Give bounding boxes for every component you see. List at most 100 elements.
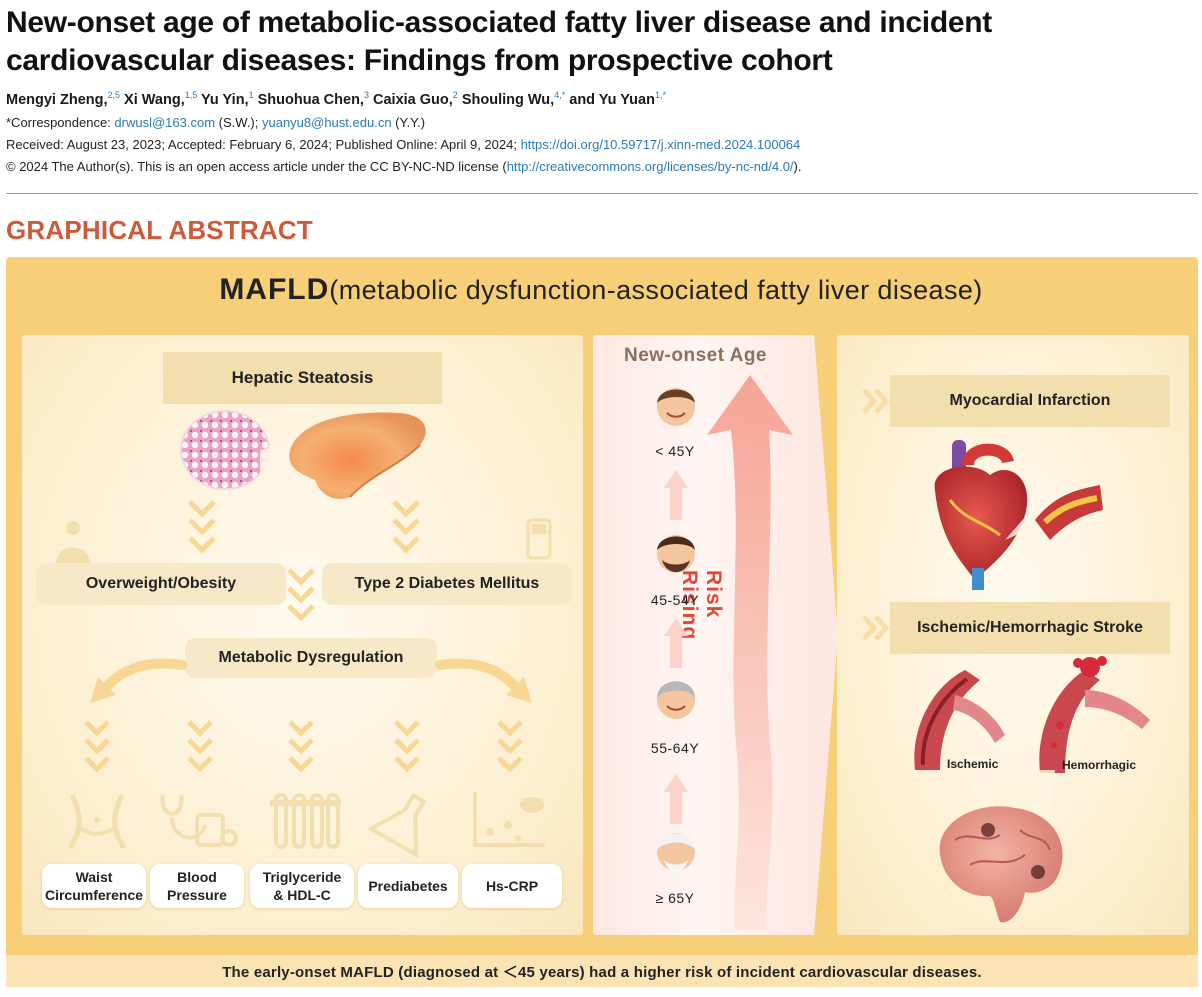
license-link[interactable]: http://creativecommons.org/licenses/by-n… [506, 158, 794, 174]
factor-line: Circumference [44, 887, 144, 903]
hemorrhagic-label: Hemorrhagic [1062, 758, 1137, 772]
chevron-right-icon [808, 335, 838, 935]
overweight-obesity-box: Overweight/Obesity [36, 563, 286, 605]
hemorrhagic-vessel-icon [1039, 656, 1150, 773]
flask-icon [366, 792, 427, 859]
factor-line: Prediabetes [368, 878, 448, 894]
stethoscope-icon [160, 794, 238, 847]
mafld-banner: MAFLD(metabolic dysfunction-associated f… [0, 273, 1202, 307]
author: Yu Yin, [201, 91, 249, 108]
older-face-icon [657, 681, 695, 719]
conclusion-bar: The early-onset MAFLD (diagnosed at ＜45 … [6, 955, 1198, 987]
hepatic-steatosis-label: Hepatic Steatosis [231, 368, 374, 387]
age-label: 55-64Y [650, 740, 700, 756]
stroke-box: Ischemic/Hemorrhagic Stroke [890, 602, 1170, 654]
waist-icon [67, 793, 127, 850]
factor-line: Pressure [167, 887, 227, 903]
chevron-up-icon [664, 618, 688, 668]
chevron-down-icon [287, 568, 315, 622]
graphical-abstract-heading: GRAPHICAL ABSTRACT [6, 215, 313, 245]
factor-prediabetes: Prediabetes [358, 864, 458, 908]
hepatic-steatosis-box: Hepatic Steatosis [163, 352, 442, 404]
email-link-1[interactable]: drwusl@163.com [114, 114, 216, 130]
factor-hs-crp: Hs-CRP [462, 864, 562, 908]
factor-line: Hs-CRP [485, 878, 539, 894]
chevron-down-icon [187, 720, 213, 773]
middle-panel [593, 335, 810, 935]
license-suffix: ). [793, 158, 802, 174]
stroke-label: Ischemic/Hemorrhagic Stroke [917, 619, 1143, 636]
email-link-2[interactable]: yuanyu8@hust.edu.cn [261, 114, 392, 130]
chevron-up-icon [664, 774, 688, 824]
age-label: ≥ 65Y [655, 890, 695, 906]
affiliation-sup[interactable]: 4,* [554, 90, 566, 100]
email-note-2: (Y.Y.) [391, 114, 426, 130]
curved-arrow-right-icon [435, 658, 532, 703]
type2-diabetes-box: Type 2 Diabetes Mellitus [322, 563, 572, 605]
conclusion-text: The early-onset MAFLD (diagnosed at ＜45 … [222, 963, 982, 981]
publication-dates: Received: August 23, 2023; Accepted: Feb… [6, 134, 1198, 156]
email-note-1: (S.W.); [215, 114, 262, 130]
artery-icon [1005, 485, 1103, 540]
chevron-down-icon [394, 720, 420, 773]
rising-arrow-icon [707, 375, 793, 930]
chevron-down-icon [392, 500, 420, 554]
ischemic-label: Ischemic [947, 757, 999, 771]
glucometer-icon [526, 518, 552, 560]
affiliation-sup[interactable]: 3 [363, 90, 369, 100]
person-icon [56, 521, 90, 564]
affiliation-sup[interactable]: 1 [248, 90, 254, 100]
author: Xi Wang, [124, 91, 185, 108]
double-chevron-right-icon [862, 388, 890, 414]
author: Shuohua Chen, [257, 91, 364, 108]
brain-icon [939, 806, 1063, 923]
age-label: 45-54Y [650, 592, 700, 608]
metabolic-dysregulation-label: Metabolic Dysregulation [218, 649, 404, 666]
age-label: < 45Y [655, 443, 695, 459]
license: © 2024 The Author(s). This is an open ac… [6, 156, 1198, 178]
correspondence-label: *Correspondence: [6, 114, 115, 130]
author: and Yu Yuan [569, 91, 655, 108]
histology-icon [180, 410, 270, 490]
title-line-1: New-onset age of metabolic-associated fa… [6, 6, 992, 39]
ischemic-vessel-icon [914, 670, 1005, 770]
affiliation-sup[interactable]: 1,* [654, 90, 666, 100]
curved-arrow-left-icon [90, 658, 187, 703]
metabolic-dysregulation-box: Metabolic Dysregulation [185, 638, 437, 678]
chevron-down-icon [188, 500, 216, 554]
mafld-abbr: MAFLD [219, 273, 330, 306]
author: Caixia Guo, [373, 91, 453, 108]
factor-triglyceride: Triglyceride & HDL-C [250, 864, 354, 908]
heart-icon [934, 440, 1028, 590]
chevron-down-icon [288, 720, 314, 773]
double-chevron-right-icon [862, 615, 890, 641]
factor-line: Waist [75, 869, 113, 885]
chevron-down-icon [497, 720, 523, 773]
doi-link[interactable]: https://doi.org/10.59717/j.xinn-med.2024… [520, 136, 801, 152]
mafld-full: (metabolic dysfunction-associated fatty … [329, 275, 983, 305]
factor-line: Blood [177, 869, 217, 885]
middle-aged-face-icon [657, 535, 695, 573]
liver-icon [289, 412, 426, 500]
scatter-chart-icon [473, 792, 545, 847]
young-face-icon [657, 388, 695, 426]
affiliation-sup[interactable]: 2,5 [107, 90, 121, 100]
article-header: New-onset age of metabolic-associated fa… [6, 4, 1198, 178]
affiliation-sup[interactable]: 1,5 [184, 90, 198, 100]
factor-line: Triglyceride [262, 869, 342, 885]
overweight-obesity-label: Overweight/Obesity [85, 575, 237, 592]
factor-line: & HDL-C [273, 887, 331, 903]
elderly-face-icon [657, 833, 695, 872]
new-onset-age-title: New-onset Age [623, 345, 768, 366]
test-tubes-icon [270, 793, 341, 849]
affiliation-sup[interactable]: 2 [452, 90, 458, 100]
author-list: Mengyi Zheng,2,5 Xi Wang,1,5 Yu Yin,1 Sh… [6, 85, 1198, 110]
correspondence: *Correspondence: drwusl@163.com (S.W.); … [6, 112, 1198, 134]
dates-text: Received: August 23, 2023; Accepted: Feb… [6, 136, 521, 152]
chevron-down-icon [84, 720, 110, 773]
factor-waist: Waist Circumference [42, 864, 146, 908]
license-prefix: © 2024 The Author(s). This is an open ac… [6, 158, 507, 174]
myocardial-infarction-label: Myocardial Infarction [949, 392, 1111, 409]
myocardial-infarction-box: Myocardial Infarction [890, 375, 1170, 427]
header-divider [6, 193, 1198, 194]
